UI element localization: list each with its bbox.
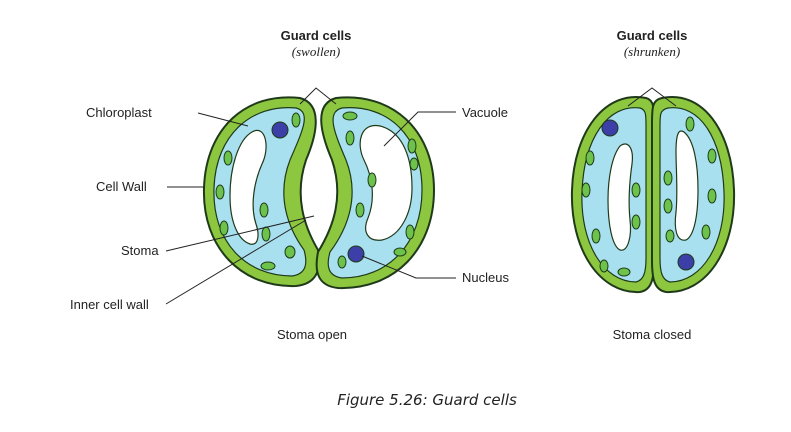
chloroplast bbox=[665, 229, 675, 243]
label-vacuole: Vacuole bbox=[462, 105, 508, 120]
chloroplast bbox=[685, 116, 695, 132]
chloroplast bbox=[342, 111, 358, 121]
left-nucleus-closed bbox=[601, 119, 619, 137]
label-nucleus: Nucleus bbox=[462, 270, 509, 285]
chloroplast bbox=[409, 157, 419, 171]
right-guard-cell-open bbox=[315, 96, 436, 290]
chloroplast bbox=[701, 224, 711, 240]
chloroplast bbox=[215, 184, 225, 200]
closed-title-pointer bbox=[627, 87, 677, 107]
chloroplast bbox=[707, 148, 717, 164]
chloroplast bbox=[663, 170, 673, 186]
right-nucleus-closed bbox=[677, 253, 695, 271]
chloroplast bbox=[367, 172, 377, 188]
chloroplast bbox=[581, 182, 591, 198]
chloroplast bbox=[219, 220, 229, 236]
chloroplast bbox=[663, 198, 673, 214]
left-vacuole bbox=[229, 129, 267, 245]
chloroplast bbox=[631, 214, 641, 230]
chloroplast bbox=[405, 224, 415, 240]
chloroplast bbox=[407, 138, 417, 154]
chloroplast bbox=[617, 267, 631, 277]
chloroplast bbox=[585, 150, 595, 166]
open-stoma-group: Guard cells (swollen) Chloroplast Cell W… bbox=[70, 28, 509, 342]
chloroplast bbox=[393, 247, 407, 257]
open-subtitle: (swollen) bbox=[292, 44, 340, 59]
left-nucleus bbox=[271, 121, 289, 139]
closed-stoma-group: Guard cells (shrunken) Stoma closed bbox=[570, 28, 736, 342]
left-vacuole-closed bbox=[607, 143, 633, 251]
vacuole-leader bbox=[383, 111, 456, 147]
chloroplast bbox=[599, 259, 609, 273]
label-stoma: Stoma bbox=[121, 243, 159, 258]
right-vacuole-closed bbox=[674, 130, 699, 241]
right-guard-cell-closed bbox=[651, 95, 736, 294]
chloroplast bbox=[291, 112, 301, 128]
left-guard-cell-open bbox=[202, 96, 321, 288]
chloroplast bbox=[355, 202, 365, 218]
right-vacuole bbox=[359, 125, 413, 241]
label-chloroplast: Chloroplast bbox=[86, 105, 152, 120]
chloroplast bbox=[707, 188, 717, 204]
chloroplast bbox=[337, 255, 347, 269]
chloroplast bbox=[223, 150, 233, 166]
right-chloroplasts bbox=[337, 111, 419, 269]
stoma-leader bbox=[165, 215, 315, 252]
chloroplast bbox=[631, 182, 641, 198]
open-title-pointer bbox=[299, 87, 337, 105]
chloroplast bbox=[345, 130, 355, 146]
chloroplast bbox=[284, 245, 296, 259]
nucleus-leader bbox=[361, 255, 456, 279]
open-title: Guard cells bbox=[281, 28, 352, 43]
right-nucleus bbox=[347, 245, 365, 263]
inner-wall-leader bbox=[165, 219, 307, 305]
left-guard-cell-closed bbox=[570, 95, 655, 294]
closed-title: Guard cells bbox=[617, 28, 688, 43]
label-inner-cell-wall: Inner cell wall bbox=[70, 297, 149, 312]
figure-caption: Figure 5.26: Guard cells bbox=[337, 391, 517, 409]
caption-stoma-closed: Stoma closed bbox=[613, 327, 692, 342]
caption-stoma-open: Stoma open bbox=[277, 327, 347, 342]
label-cell-wall: Cell Wall bbox=[96, 179, 147, 194]
chloroplast-leader bbox=[197, 112, 249, 127]
right-chloroplasts-closed bbox=[663, 116, 717, 243]
left-chloroplasts bbox=[215, 112, 301, 271]
chloroplast bbox=[261, 226, 271, 242]
chloroplast bbox=[260, 261, 276, 271]
closed-subtitle: (shrunken) bbox=[624, 44, 680, 59]
chloroplast bbox=[259, 202, 269, 218]
chloroplast bbox=[591, 228, 601, 244]
left-chloroplasts-closed bbox=[581, 150, 641, 277]
